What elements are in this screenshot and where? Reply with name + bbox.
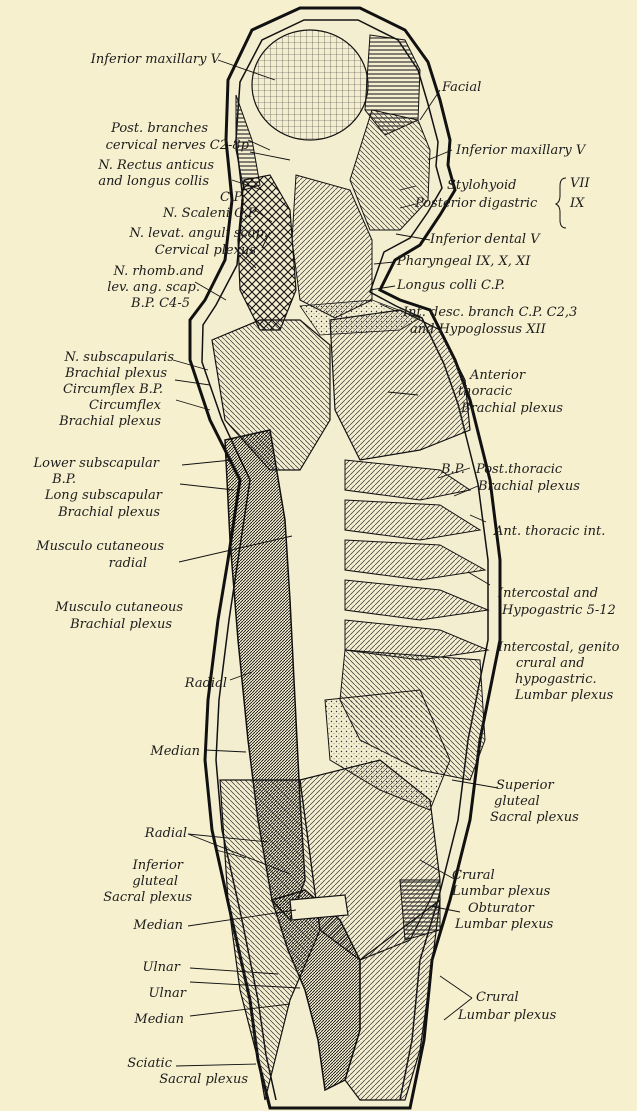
label-levat: N. levat. anguli scap. bbox=[129, 226, 268, 241]
label-inferior-gluteal-3: Sacral plexus bbox=[103, 890, 192, 905]
label-lower-subscap-1: Lower subscapular bbox=[33, 456, 159, 471]
label-radial-2: Radial bbox=[145, 826, 187, 841]
label-rectus-3: C.P. bbox=[220, 190, 244, 205]
label-long-subscap-1: Long subscapular bbox=[45, 488, 162, 503]
label-genito-4: Lumbar plexus bbox=[515, 688, 613, 703]
label-obturator-1: Obturator bbox=[468, 901, 534, 916]
label-rectus-1: N. Rectus anticus bbox=[98, 158, 214, 173]
label-stylohyoid: Stylohyoid bbox=[447, 178, 516, 193]
label-obturator-2: Lumbar plexus bbox=[455, 917, 553, 932]
label-circumflex-1: Circumflex bbox=[89, 398, 161, 413]
label-int-desc-2: and Hypoglossus XII bbox=[410, 322, 546, 337]
label-circumflex-bp: Circumflex B.P. bbox=[63, 382, 163, 397]
label-post-thoracic-1: Post.thoracic bbox=[476, 462, 562, 477]
label-musculo-radial-1: Musculo cutaneous bbox=[36, 539, 164, 554]
label-bp-tag: B.P. bbox=[441, 462, 465, 477]
label-intercostal-1: Intercostal and bbox=[498, 586, 598, 601]
label-posterior-digastric: Posterior digastric bbox=[415, 196, 537, 211]
label-superior-gluteal-1: Superior bbox=[496, 778, 554, 793]
label-superior-gluteal-2: gluteal bbox=[494, 794, 540, 809]
label-inferior-dental: Inferior dental V bbox=[430, 232, 540, 247]
label-post-branches-1: Post. branches bbox=[111, 121, 208, 136]
label-radial-1: Radial bbox=[185, 676, 227, 691]
label-ix: IX bbox=[570, 196, 584, 211]
label-inferior-maxillary-right: Inferior maxillary V bbox=[456, 143, 585, 158]
label-post-branches-2: cervical nerves C2-8p bbox=[106, 138, 249, 153]
temporal-region bbox=[252, 30, 368, 140]
sacral-horiz bbox=[400, 880, 440, 940]
brace bbox=[556, 178, 566, 228]
label-inferior-gluteal-2: gluteal bbox=[132, 874, 178, 889]
label-superior-gluteal-3: Sacral plexus bbox=[490, 810, 579, 825]
label-crural-low-1: Crural bbox=[476, 990, 519, 1005]
label-musculo-radial-2: radial bbox=[109, 556, 147, 571]
label-facial: Facial bbox=[442, 80, 481, 95]
label-cervical-plexus: Cervical plexus bbox=[155, 243, 256, 258]
label-lower-subscap-2: B.P. bbox=[52, 472, 76, 487]
label-genito-1: Intercostal, genito bbox=[498, 640, 619, 655]
label-genito-2: crural and bbox=[516, 656, 585, 671]
label-sciatic-1: Sciatic bbox=[127, 1056, 172, 1071]
label-inferior-maxillary-left: Inferior maxillary V bbox=[91, 52, 220, 67]
label-pharyngeal: Pharyngeal IX, X, XI bbox=[397, 254, 530, 269]
label-rhomb-3: B.P. C4-5 bbox=[131, 296, 190, 311]
label-genito-3: hypogastric. bbox=[515, 672, 597, 687]
label-long-subscap-2: Brachial plexus bbox=[58, 505, 160, 520]
label-crural-1: Crural bbox=[452, 868, 495, 883]
label-anterior-thoracic-3: Brachial plexus bbox=[461, 401, 563, 416]
label-anterior-thoracic-1: Anterior bbox=[470, 368, 525, 383]
label-vii: VII bbox=[570, 176, 590, 191]
label-musculo-brachial-2: Brachial plexus bbox=[70, 617, 172, 632]
label-int-desc-1: Int. desc. branch C.P. C2,3 bbox=[403, 305, 577, 320]
label-longus-colli: Longus colli C.P. bbox=[397, 278, 505, 293]
label-scaleni: N. Scaleni C.P. bbox=[163, 206, 258, 221]
label-rhomb-2: lev. ang. scap. bbox=[107, 280, 200, 295]
label-post-thoracic-2: Brachial plexus bbox=[478, 479, 580, 494]
label-crural-2: Lumbar plexus bbox=[452, 884, 550, 899]
label-musculo-brachial-1: Musculo cutaneous bbox=[55, 600, 183, 615]
label-anterior-thoracic-2: thoracic bbox=[458, 384, 512, 399]
label-ant-thoracic-int: Ant. thoracic int. bbox=[494, 524, 605, 539]
label-circumflex-2: Brachial plexus bbox=[59, 414, 161, 429]
label-rectus-2: and longus collis bbox=[98, 174, 209, 189]
label-median-1: Median bbox=[150, 744, 200, 759]
label-inferior-gluteal-1: Inferior bbox=[133, 858, 183, 873]
label-intercostal-2: Hypogastric 5-12 bbox=[502, 603, 616, 618]
label-sciatic-2: Sacral plexus bbox=[159, 1072, 248, 1087]
label-subscap-2: Brachial plexus bbox=[65, 366, 167, 381]
label-rhomb-1: N. rhomb.and bbox=[114, 264, 204, 279]
label-ulnar-1: Ulnar bbox=[143, 960, 180, 975]
label-subscap-1: N. subscapularis bbox=[64, 350, 174, 365]
hand-region bbox=[290, 895, 348, 920]
label-median-3: Median bbox=[134, 1012, 184, 1027]
label-crural-low-2: Lumbar plexus bbox=[458, 1008, 556, 1023]
label-median-2: Median bbox=[133, 918, 183, 933]
label-ulnar-2: Ulnar bbox=[149, 986, 186, 1001]
